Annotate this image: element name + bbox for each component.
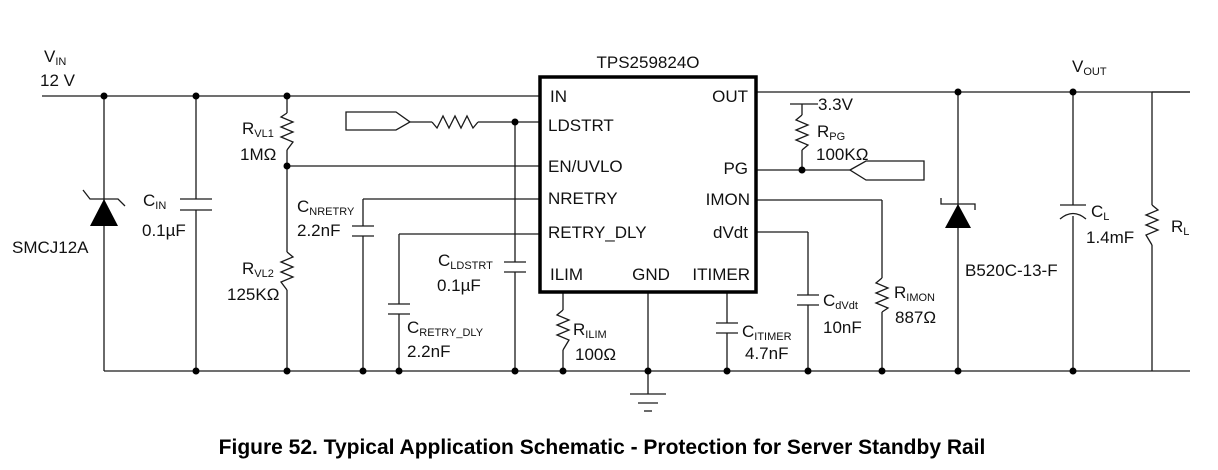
- pin-dvdt: dVdt: [713, 223, 748, 242]
- rvl2-value: 125KΩ: [227, 285, 279, 304]
- ic-name: TPS259824O: [596, 53, 699, 72]
- citimer-capacitor-icon: [716, 322, 738, 334]
- cretry-capacitor-icon: [388, 303, 410, 315]
- cretry-label: CRETRY_DLY: [407, 318, 484, 339]
- rpg-label: RPG: [817, 122, 845, 143]
- rilim-value: 100Ω: [575, 345, 616, 364]
- rvl1-value: 1MΩ: [240, 145, 276, 164]
- cldstrt-label: CLDSTRT: [438, 251, 493, 272]
- rpg-value: 100KΩ: [816, 145, 868, 164]
- pg-output-flag-icon: [848, 160, 925, 181]
- cin-capacitor-icon: [180, 198, 212, 211]
- cdvdt-value: 10nF: [823, 318, 862, 337]
- cnretry-value: 2.2nF: [297, 221, 340, 240]
- cin-label: CIN: [143, 191, 166, 212]
- rvl2-resistor-icon: [279, 251, 295, 291]
- vin-label: VIN: [44, 47, 66, 68]
- vout-label: VOUT: [1072, 57, 1107, 78]
- rpg-resistor-icon: [794, 114, 810, 151]
- cretry-value: 2.2nF: [407, 342, 450, 361]
- pin-pg: PG: [723, 159, 748, 178]
- cl-label: CL: [1091, 202, 1109, 223]
- pin-en-uvlo: EN/UVLO: [548, 157, 623, 176]
- rilim-label: RILIM: [573, 320, 607, 341]
- rilim-resistor-icon: [555, 309, 571, 351]
- junction-dots: [100, 88, 1077, 375]
- ldstrt-input-flag-icon: [345, 111, 412, 131]
- cin-value: 0.1µF: [142, 221, 186, 240]
- ldstrt-resistor-icon: [431, 114, 479, 130]
- schottky-diode-icon: [940, 198, 976, 228]
- rvl2-label: RVL2: [242, 259, 274, 280]
- rl-label: RL: [1171, 217, 1189, 238]
- rimon-resistor-icon: [874, 277, 890, 313]
- citimer-label: CITIMER: [742, 322, 792, 343]
- cl-value: 1.4mF: [1086, 228, 1134, 247]
- cldstrt-capacitor-icon: [504, 261, 526, 273]
- cdvdt-label: CdVdt: [823, 291, 858, 312]
- pin-out: OUT: [712, 87, 748, 106]
- schottky-part-number: B520C-13-F: [965, 261, 1058, 280]
- pin-ilim: ILIM: [550, 265, 583, 284]
- cl-capacitor-icon: [1059, 204, 1087, 220]
- cldstrt-value: 0.1µF: [437, 276, 481, 295]
- ic-body: [538, 75, 758, 294]
- tvs-diode-icon: [82, 189, 126, 226]
- cnretry-label: CNRETRY: [297, 197, 355, 218]
- figure-caption: Figure 52. Typical Application Schematic…: [219, 436, 986, 459]
- pin-itimer: ITIMER: [692, 265, 750, 284]
- rvl1-resistor-icon: [279, 112, 295, 151]
- tvs-part-number: SMCJ12A: [12, 238, 89, 257]
- vin-value: 12 V: [40, 71, 76, 90]
- rvl1-label: RVL1: [242, 119, 274, 140]
- rimon-value: 887Ω: [895, 308, 936, 327]
- pin-nretry: NRETRY: [548, 189, 618, 208]
- rl-resistor-icon: [1144, 204, 1160, 246]
- pin-retry-dly: RETRY_DLY: [548, 223, 647, 242]
- rimon-label: RIMON: [894, 283, 935, 304]
- pullup-voltage: 3.3V: [818, 95, 854, 114]
- pin-gnd: GND: [632, 265, 670, 284]
- ground-icon: [630, 393, 666, 412]
- citimer-value: 4.7nF: [745, 344, 788, 363]
- cdvdt-capacitor-icon: [797, 294, 819, 306]
- pin-imon: IMON: [706, 190, 750, 209]
- pin-in: IN: [550, 87, 567, 106]
- pin-ldstrt: LDSTRT: [548, 116, 614, 135]
- cnretry-capacitor-icon: [352, 225, 374, 237]
